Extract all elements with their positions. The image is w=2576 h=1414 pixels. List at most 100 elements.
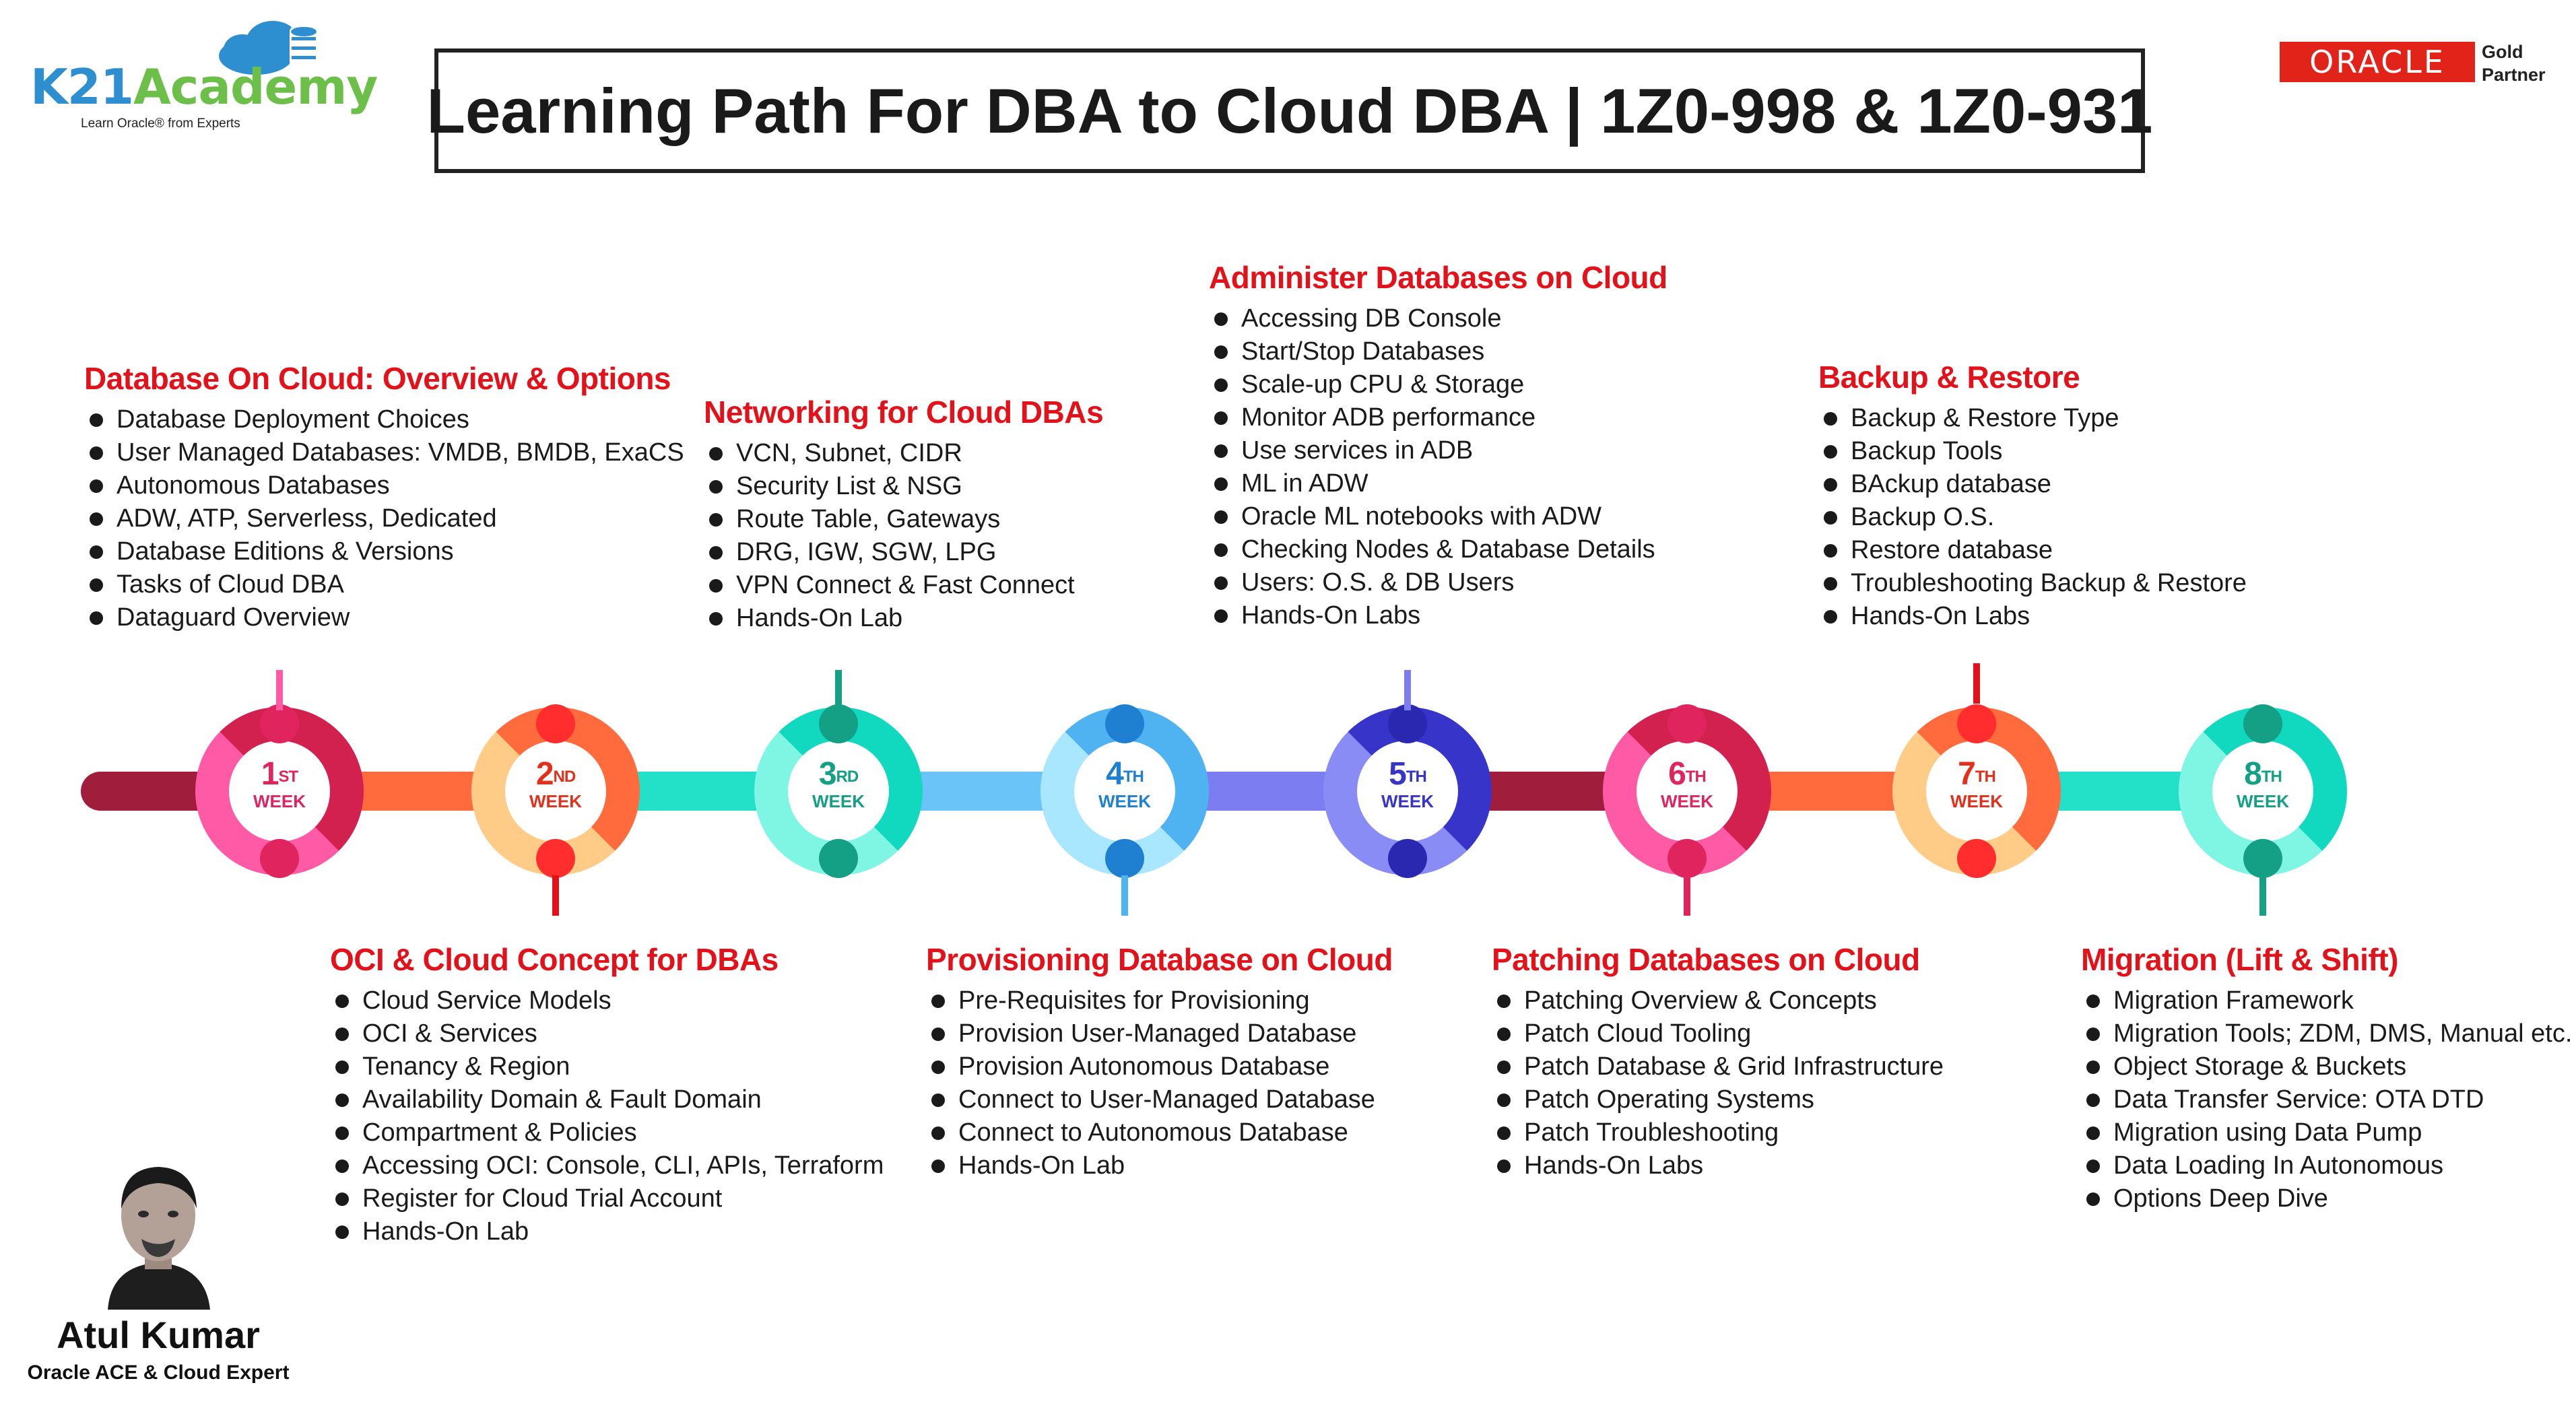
list-item: Troubleshooting Backup & Restore xyxy=(1818,567,2247,600)
list-item: Tasks of Cloud DBA xyxy=(84,568,684,601)
list-item: Options Deep Dive xyxy=(2081,1182,2572,1215)
section-title: OCI & Cloud Concept for DBAs xyxy=(330,942,779,977)
list-item: Security List & NSG xyxy=(704,470,1103,503)
list-item: Migration Framework xyxy=(2081,984,2572,1017)
list-item: Hands-On Labs xyxy=(1209,599,1667,632)
list-item: Tenancy & Region xyxy=(330,1050,884,1083)
section-week-6: Patching Databases on Cloud Patching Ove… xyxy=(1492,941,1944,1182)
page-title-box: Learning Path For DBA to Cloud DBA | 1Z0… xyxy=(427,48,2152,173)
list-item: BAckup database xyxy=(1818,468,2247,501)
list-item: Data Transfer Service: OTA DTD xyxy=(2081,1083,2572,1116)
section-week-5: Administer Databases on Cloud Accessing … xyxy=(1209,259,1667,632)
author-name: Atul Kumar xyxy=(57,1314,260,1356)
week-7-stem xyxy=(1973,663,1980,704)
week-4-stem xyxy=(1121,875,1128,916)
list-item: Migration using Data Pump xyxy=(2081,1116,2572,1149)
list-item: Hands-On Labs xyxy=(1818,600,2247,633)
section-week-2: OCI & Cloud Concept for DBAs Cloud Servi… xyxy=(330,941,884,1248)
section-week-3: Networking for Cloud DBAs VCN, Subnet, C… xyxy=(704,394,1104,635)
list-item: Patch Cloud Tooling xyxy=(1492,1017,1944,1050)
brand-name: K21Academy xyxy=(30,59,378,115)
list-item: Pre-Requisites for Provisioning xyxy=(926,984,1393,1017)
list-item: Backup Tools xyxy=(1818,435,2247,468)
list-item: ML in ADW xyxy=(1209,467,1667,500)
list-item: Backup O.S. xyxy=(1818,501,2247,534)
brand-tagline: Learn Oracle® from Experts xyxy=(81,116,240,131)
list-item: Patch Operating Systems xyxy=(1492,1083,1944,1116)
section-title: Networking for Cloud DBAs xyxy=(704,395,1104,430)
list-item: Scale-up CPU & Storage xyxy=(1209,368,1667,401)
week-1-stem xyxy=(276,670,283,710)
list-item: Autonomous Databases xyxy=(84,469,684,502)
list-item: Migration Tools; ZDM, DMS, Manual etc. xyxy=(2081,1017,2572,1050)
section-week-1: Database On Cloud: Overview & Options Da… xyxy=(84,360,684,634)
list-item: Checking Nodes & Database Details xyxy=(1209,533,1667,566)
list-item: Patching Overview & Concepts xyxy=(1492,984,1944,1017)
week-2-stem xyxy=(552,875,559,916)
list-item: Hands-On Lab xyxy=(330,1215,884,1248)
list-item: Provision Autonomous Database xyxy=(926,1050,1393,1083)
list-item: ADW, ATP, Serverless, Dedicated xyxy=(84,502,684,535)
section-week-7: Backup & Restore Backup & Restore Type B… xyxy=(1818,359,2247,633)
section-week-8: Migration (Lift & Shift) Migration Frame… xyxy=(2081,941,2572,1215)
list-item: Database Deployment Choices xyxy=(84,403,684,436)
list-item: Route Table, Gateways xyxy=(704,503,1103,536)
list-item: VPN Connect & Fast Connect xyxy=(704,569,1103,602)
author-photo xyxy=(108,1167,210,1310)
list-item: Data Loading In Autonomous xyxy=(2081,1149,2572,1182)
list-item: Hands-On Lab xyxy=(704,602,1103,635)
list-item: Accessing OCI: Console, CLI, APIs, Terra… xyxy=(330,1149,884,1182)
list-item: User Managed Databases: VMDB, BMDB, ExaC… xyxy=(84,436,684,469)
section-title: Database On Cloud: Overview & Options xyxy=(84,361,671,396)
section-week-4: Provisioning Database on Cloud Pre-Requi… xyxy=(926,941,1393,1182)
list-item: Compartment & Policies xyxy=(330,1116,884,1149)
list-item: Monitor ADB performance xyxy=(1209,401,1667,434)
section-title: Provisioning Database on Cloud xyxy=(926,942,1393,977)
week-5-stem xyxy=(1404,670,1411,710)
list-item: Register for Cloud Trial Account xyxy=(330,1182,884,1215)
list-item: Cloud Service Models xyxy=(330,984,884,1017)
list-item: Patch Troubleshooting xyxy=(1492,1116,1944,1149)
list-item: Oracle ML notebooks with ADW xyxy=(1209,500,1667,533)
list-item: Dataguard Overview xyxy=(84,601,684,634)
oracle-wordmark: ORACLE xyxy=(2280,42,2475,82)
section-title: Migration (Lift & Shift) xyxy=(2081,942,2398,977)
cloud-database-icon xyxy=(219,21,318,75)
list-item: Connect to User-Managed Database xyxy=(926,1083,1393,1116)
section-title: Administer Databases on Cloud xyxy=(1209,260,1667,295)
list-item: Start/Stop Databases xyxy=(1209,335,1667,368)
list-item: Hands-On Labs xyxy=(1492,1149,1944,1182)
list-item: DRG, IGW, SGW, LPG xyxy=(704,536,1103,569)
list-item: VCN, Subnet, CIDR xyxy=(704,437,1103,470)
list-item: Backup & Restore Type xyxy=(1818,402,2247,435)
list-item: Accessing DB Console xyxy=(1209,302,1667,335)
list-item: OCI & Services xyxy=(330,1017,884,1050)
list-item: Database Editions & Versions xyxy=(84,535,684,568)
list-item: Object Storage & Buckets xyxy=(2081,1050,2572,1083)
page-title: Learning Path For DBA to Cloud DBA | 1Z0… xyxy=(426,75,2153,146)
k21academy-logo: K21Academy Learn Oracle® from Experts xyxy=(30,17,378,131)
week-3-stem xyxy=(835,670,842,710)
section-title: Backup & Restore xyxy=(1818,360,2080,395)
list-item: Connect to Autonomous Database xyxy=(926,1116,1393,1149)
week-8-stem xyxy=(2259,875,2266,916)
list-item: Use services in ADB xyxy=(1209,434,1667,467)
section-title: Patching Databases on Cloud xyxy=(1492,942,1920,977)
list-item: Users: O.S. & DB Users xyxy=(1209,566,1667,599)
